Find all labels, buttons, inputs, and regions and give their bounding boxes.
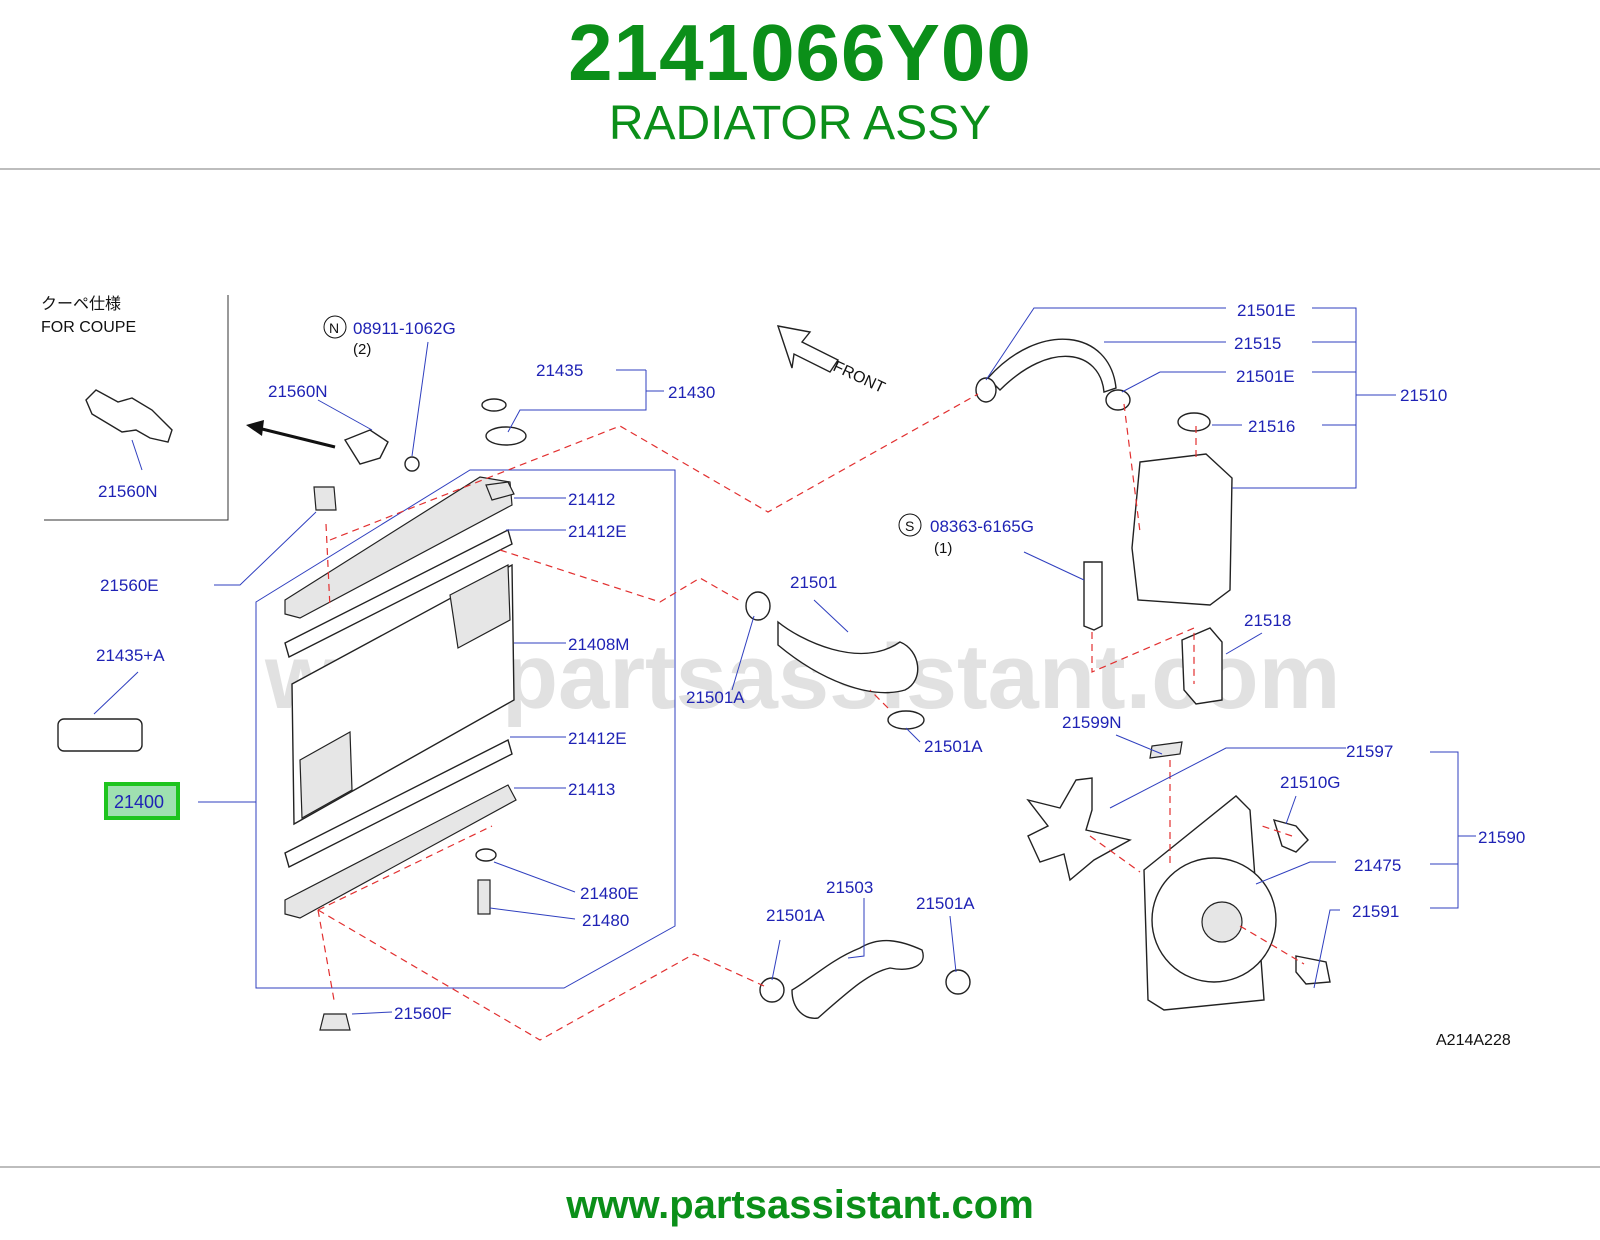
diagram-code: A214A228 bbox=[1436, 1032, 1511, 1049]
label-21590: 21590 bbox=[1478, 828, 1525, 847]
fan-connector-part bbox=[1295, 955, 1331, 985]
inset-part-label: 21560N bbox=[98, 482, 158, 501]
label-21516: 21516 bbox=[1248, 417, 1295, 436]
fan-blade-part bbox=[1026, 777, 1132, 882]
highlight-label: 21400 bbox=[114, 792, 164, 812]
upper-clamp-left-part bbox=[745, 591, 771, 621]
reservoir-hose-part bbox=[987, 338, 1117, 393]
label-21515: 21515 bbox=[1234, 334, 1281, 353]
cap-seal-part bbox=[481, 398, 507, 412]
footer-website-link[interactable]: www.partsassistant.com bbox=[566, 1183, 1034, 1227]
label-21591: 21591 bbox=[1352, 902, 1399, 921]
lower-clamp-right-part bbox=[945, 969, 971, 995]
fan-motor-part bbox=[1201, 901, 1243, 943]
label-21501A-2: 21501A bbox=[924, 737, 983, 756]
part-labels: N 08911-1062G (2) 21560N 21435 21430 214… bbox=[96, 301, 1525, 1049]
label-21599N: 21599N bbox=[1062, 713, 1122, 732]
reservoir-cap-part bbox=[1177, 412, 1211, 432]
label-21503: 21503 bbox=[826, 878, 873, 897]
label-21518: 21518 bbox=[1244, 611, 1291, 630]
label-21597: 21597 bbox=[1346, 742, 1393, 761]
label-08363-6165G: 08363-6165G bbox=[930, 517, 1034, 536]
front-arrow: FRONT bbox=[776, 325, 888, 397]
washer-part bbox=[475, 848, 497, 862]
reservoir-bracket-part bbox=[1181, 627, 1223, 705]
coupe-inset: クーペ仕様 FOR COUPE 21560N bbox=[41, 294, 229, 521]
label-plate-part bbox=[57, 718, 143, 752]
coupe-mount-part bbox=[343, 429, 389, 465]
lower-clamp-left-part bbox=[759, 977, 785, 1003]
label-21510G: 21510G bbox=[1280, 773, 1341, 792]
label-21501E-1: 21501E bbox=[1237, 301, 1296, 320]
label-21435: 21435 bbox=[536, 361, 583, 380]
label-21412E-top: 21412E bbox=[568, 522, 627, 541]
upper-clamp-right-part bbox=[887, 710, 925, 730]
label-21435A: 21435+A bbox=[96, 646, 165, 665]
radiator-parts-diagram: www.partsassistant.com クーペ仕様 FOR COUPE 2… bbox=[41, 294, 1525, 1049]
label-21560F: 21560F bbox=[394, 1004, 452, 1023]
header-divider bbox=[0, 168, 1600, 170]
label-21430: 21430 bbox=[668, 383, 715, 402]
reservoir-clamp-2-part bbox=[1105, 389, 1131, 411]
label-21408M: 21408M bbox=[568, 635, 629, 654]
label-21501A-1: 21501A bbox=[686, 688, 745, 707]
highlighted-part-21400[interactable]: 21400 bbox=[104, 782, 180, 820]
top-mount-rubber-part bbox=[313, 486, 337, 511]
drain-plug-part bbox=[404, 456, 420, 472]
lower-hose-part bbox=[791, 939, 924, 1019]
part-name-subtitle: RADIATOR ASSY bbox=[608, 97, 992, 150]
inset-title-jp: クーペ仕様 bbox=[41, 294, 121, 313]
svg-text:N: N bbox=[329, 320, 339, 336]
radiator-assembly-bracket bbox=[198, 469, 676, 989]
label-21413: 21413 bbox=[568, 780, 615, 799]
label-21501E-2: 21501E bbox=[1236, 367, 1295, 386]
label-21412: 21412 bbox=[568, 490, 615, 509]
inset-arrow bbox=[257, 426, 336, 449]
label-21501A-3: 21501A bbox=[766, 906, 825, 925]
bolt-part bbox=[1083, 561, 1103, 631]
label-qty-1: (1) bbox=[934, 540, 952, 557]
label-qty-2: (2) bbox=[353, 341, 371, 358]
part-number-title: 2141066Y00 bbox=[568, 8, 1032, 97]
label-21560E: 21560E bbox=[100, 576, 159, 595]
label-21475: 21475 bbox=[1354, 856, 1401, 875]
label-21501A-4: 21501A bbox=[916, 894, 975, 913]
label-21501: 21501 bbox=[790, 573, 837, 592]
inset-arrow-head bbox=[246, 420, 264, 436]
coupe-bracket-part bbox=[85, 389, 173, 443]
label-21510: 21510 bbox=[1400, 386, 1447, 405]
radiator-cap-part bbox=[485, 426, 527, 446]
fan-label-part bbox=[1149, 741, 1183, 759]
svg-text:S: S bbox=[905, 518, 914, 534]
label-21480E: 21480E bbox=[580, 884, 639, 903]
page-header: 2141066Y00 RADIATOR ASSY bbox=[0, 0, 1600, 170]
label-08911-1062G: 08911-1062G bbox=[353, 319, 456, 338]
label-21412E-bottom: 21412E bbox=[568, 729, 627, 748]
reservoir-clamp-part bbox=[975, 377, 997, 403]
label-21560N: 21560N bbox=[268, 382, 328, 401]
radiator-body bbox=[284, 476, 517, 919]
leader-lines bbox=[93, 307, 1476, 1015]
upper-hose-part bbox=[777, 620, 919, 694]
footer-divider bbox=[0, 1166, 1600, 1168]
inset-title-en: FOR COUPE bbox=[41, 319, 136, 336]
drain-cock-part bbox=[477, 879, 491, 915]
reservoir-tank-part bbox=[1131, 453, 1233, 606]
assembly-guide-lines bbox=[317, 393, 1305, 1041]
bottom-mount-rubber-part bbox=[319, 1013, 351, 1031]
front-label: FRONT bbox=[830, 358, 887, 397]
filler-neck-part bbox=[485, 481, 515, 501]
label-21480: 21480 bbox=[582, 911, 629, 930]
